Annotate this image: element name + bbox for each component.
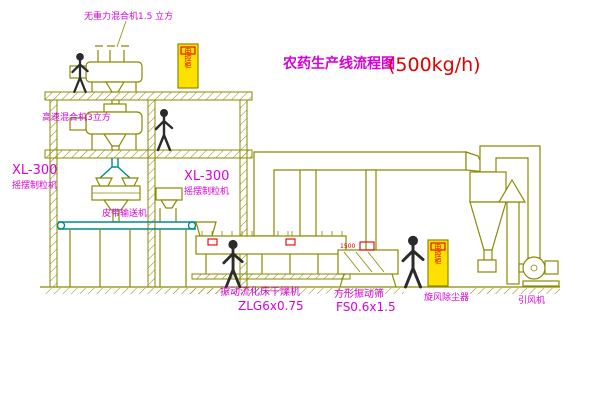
legs — [91, 134, 137, 150]
flange-ticks — [201, 231, 343, 236]
label-dryer-model: ZLG6x0.75 — [238, 299, 304, 313]
cabinet-label: 电控柜 — [434, 243, 442, 266]
granulator-left — [91, 177, 141, 223]
damper-highlight — [285, 238, 296, 246]
building-frame — [44, 91, 253, 288]
rain-cap — [497, 178, 527, 203]
stack-body — [506, 201, 520, 285]
discharge-cone — [159, 199, 179, 209]
splitter-chute — [99, 158, 131, 179]
inlet-hopper — [195, 221, 217, 237]
label-top-mixer: 无重力混合机1.5 立方 — [84, 10, 173, 22]
labels-layer: 无重力混合机1.5 立方 高速混合机3立方 XL-300 摇摆制粒机 XL-30… — [12, 10, 545, 314]
duct-body — [253, 151, 467, 237]
dipleg — [483, 249, 493, 261]
vibrator-motor — [359, 241, 375, 251]
label-cyclone: 旋风除尘器 — [424, 291, 469, 303]
discharge-cone — [102, 133, 128, 147]
legs — [159, 208, 177, 222]
legs — [339, 273, 397, 288]
screen-exhaust-riser — [365, 169, 377, 251]
screen-mesh-lines — [343, 251, 385, 273]
fan-hub — [530, 264, 538, 272]
roller — [187, 221, 197, 230]
discharge-cone — [104, 81, 126, 93]
motor — [69, 117, 87, 131]
label-high-speed-mixer: 高速混合机3立方 — [42, 111, 111, 123]
label-screen-name: 方形振动筛 — [334, 287, 384, 300]
label-granulator-left-name: 摇摆制粒机 — [12, 179, 57, 191]
label-granulator-right-model: XL-300 — [184, 169, 229, 184]
support-legs — [69, 229, 187, 287]
ground-hatch — [188, 288, 404, 294]
spring-legs — [205, 254, 341, 274]
person-figure — [154, 107, 174, 152]
fan-motor — [544, 260, 559, 275]
belt — [58, 221, 196, 230]
ground-hatch — [45, 288, 253, 294]
page-title-capacity: (500kg/h) — [388, 54, 481, 76]
induced-draft-fan — [522, 256, 560, 287]
high-speed-mixer — [69, 103, 143, 151]
cabinet-box — [177, 43, 199, 89]
cyclone-barrel — [469, 171, 507, 203]
inlet-nozzles — [95, 45, 129, 62]
page-title: 农药生产线流程图 — [282, 55, 395, 72]
control-cabinet-right: 电控柜 — [427, 239, 449, 287]
column — [147, 99, 156, 288]
screen-body — [337, 249, 399, 275]
title-block: 农药生产线流程图 (500kg/h) — [282, 54, 481, 76]
discharge-cone — [102, 199, 130, 211]
inlet — [103, 103, 127, 113]
top-mixer — [69, 45, 143, 105]
column — [49, 99, 58, 288]
rotary-valve — [477, 259, 497, 273]
label-granulator-right-name: 摇摆制粒机 — [184, 185, 229, 197]
label-fan: 引风机 — [518, 294, 545, 306]
ground-hatch — [468, 288, 560, 294]
granulator-body — [155, 187, 183, 201]
roller — [56, 221, 66, 230]
label-screen-dimension: 1500 — [340, 243, 355, 250]
cabinet-panel — [180, 46, 196, 55]
control-cabinet-top: 电控柜 — [177, 43, 199, 89]
base-rail — [191, 273, 351, 280]
fan-scroll — [522, 256, 546, 280]
mixer-body — [85, 61, 143, 83]
ground-line — [40, 286, 560, 294]
label-screen-model: FS0.6x1.5 — [336, 300, 396, 314]
label-granulator-left-model: XL-300 — [12, 163, 57, 178]
vibrating-screen — [337, 241, 399, 288]
feed-hopper — [95, 177, 113, 187]
damper-highlight — [207, 238, 218, 246]
person-figure — [401, 234, 425, 289]
cyclone-cone — [469, 201, 507, 251]
belt-conveyor — [56, 221, 197, 287]
cyclone — [469, 145, 541, 273]
cabinet-label: 电控柜 — [184, 47, 192, 70]
label-dryer-name: 振动流化床干燥机 — [220, 285, 300, 298]
legs — [91, 82, 137, 92]
drop-pipe — [111, 145, 120, 151]
dryer-body — [195, 235, 347, 255]
floor-slab — [44, 91, 253, 101]
cabinet-panel — [430, 242, 446, 251]
fan-base — [522, 280, 560, 287]
label-leader — [116, 20, 127, 48]
duct-riser — [299, 169, 317, 237]
granulator-right — [155, 187, 183, 222]
main-exhaust-duct — [253, 151, 488, 251]
label-belt-conveyor: 皮带输送机 — [102, 207, 147, 219]
column — [239, 99, 248, 288]
feed-hopper — [121, 177, 139, 187]
cabinet-box — [427, 239, 449, 287]
